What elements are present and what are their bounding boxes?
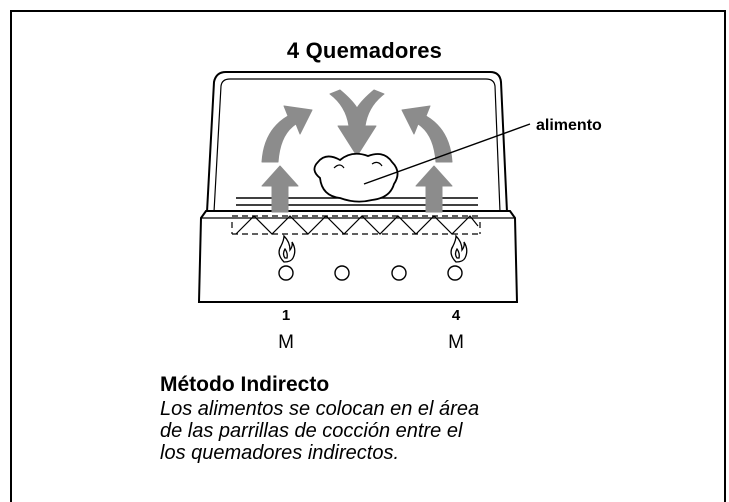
heat-flow-arrows xyxy=(261,89,453,213)
knob-icon xyxy=(334,265,350,281)
flavorizer-bars xyxy=(231,215,482,235)
flame-icon xyxy=(278,234,296,263)
arrow-icon xyxy=(261,105,313,163)
method-description: Los alimentos se colocan en el área de l… xyxy=(160,398,600,464)
food-item xyxy=(313,152,399,203)
diagram-frame xyxy=(10,10,726,502)
knob-icon xyxy=(447,265,463,281)
burner-knobs xyxy=(278,265,463,281)
arrow-icon xyxy=(329,89,385,157)
grill-lid xyxy=(206,71,508,213)
burner-1-number: 1 xyxy=(282,307,290,324)
burner-4-number: 4 xyxy=(452,307,461,324)
method-description-line: Los alimentos se colocan en el área xyxy=(160,398,480,420)
method-description-line: los quemadores indirectos. xyxy=(160,442,400,464)
firebox xyxy=(197,210,519,303)
knob-icon xyxy=(391,265,407,281)
flame-icon xyxy=(450,234,468,263)
food-callout: alimento xyxy=(363,117,602,185)
arrow-icon xyxy=(261,165,299,213)
method-description-line: de las parrillas de cocción entre el xyxy=(160,420,463,442)
knob-icon xyxy=(278,265,294,281)
burner-1-setting: M xyxy=(278,332,294,353)
callout-label: alimento xyxy=(536,117,602,134)
arrow-icon xyxy=(401,105,453,163)
arrow-icon xyxy=(415,165,453,213)
diagram-title: 4 Quemadores xyxy=(286,38,443,63)
burner-4-setting: M xyxy=(448,332,464,353)
burner-flames xyxy=(278,234,468,263)
method-heading: Método Indirecto xyxy=(160,373,330,396)
burner-labels: 1 M 4 M xyxy=(278,307,464,353)
